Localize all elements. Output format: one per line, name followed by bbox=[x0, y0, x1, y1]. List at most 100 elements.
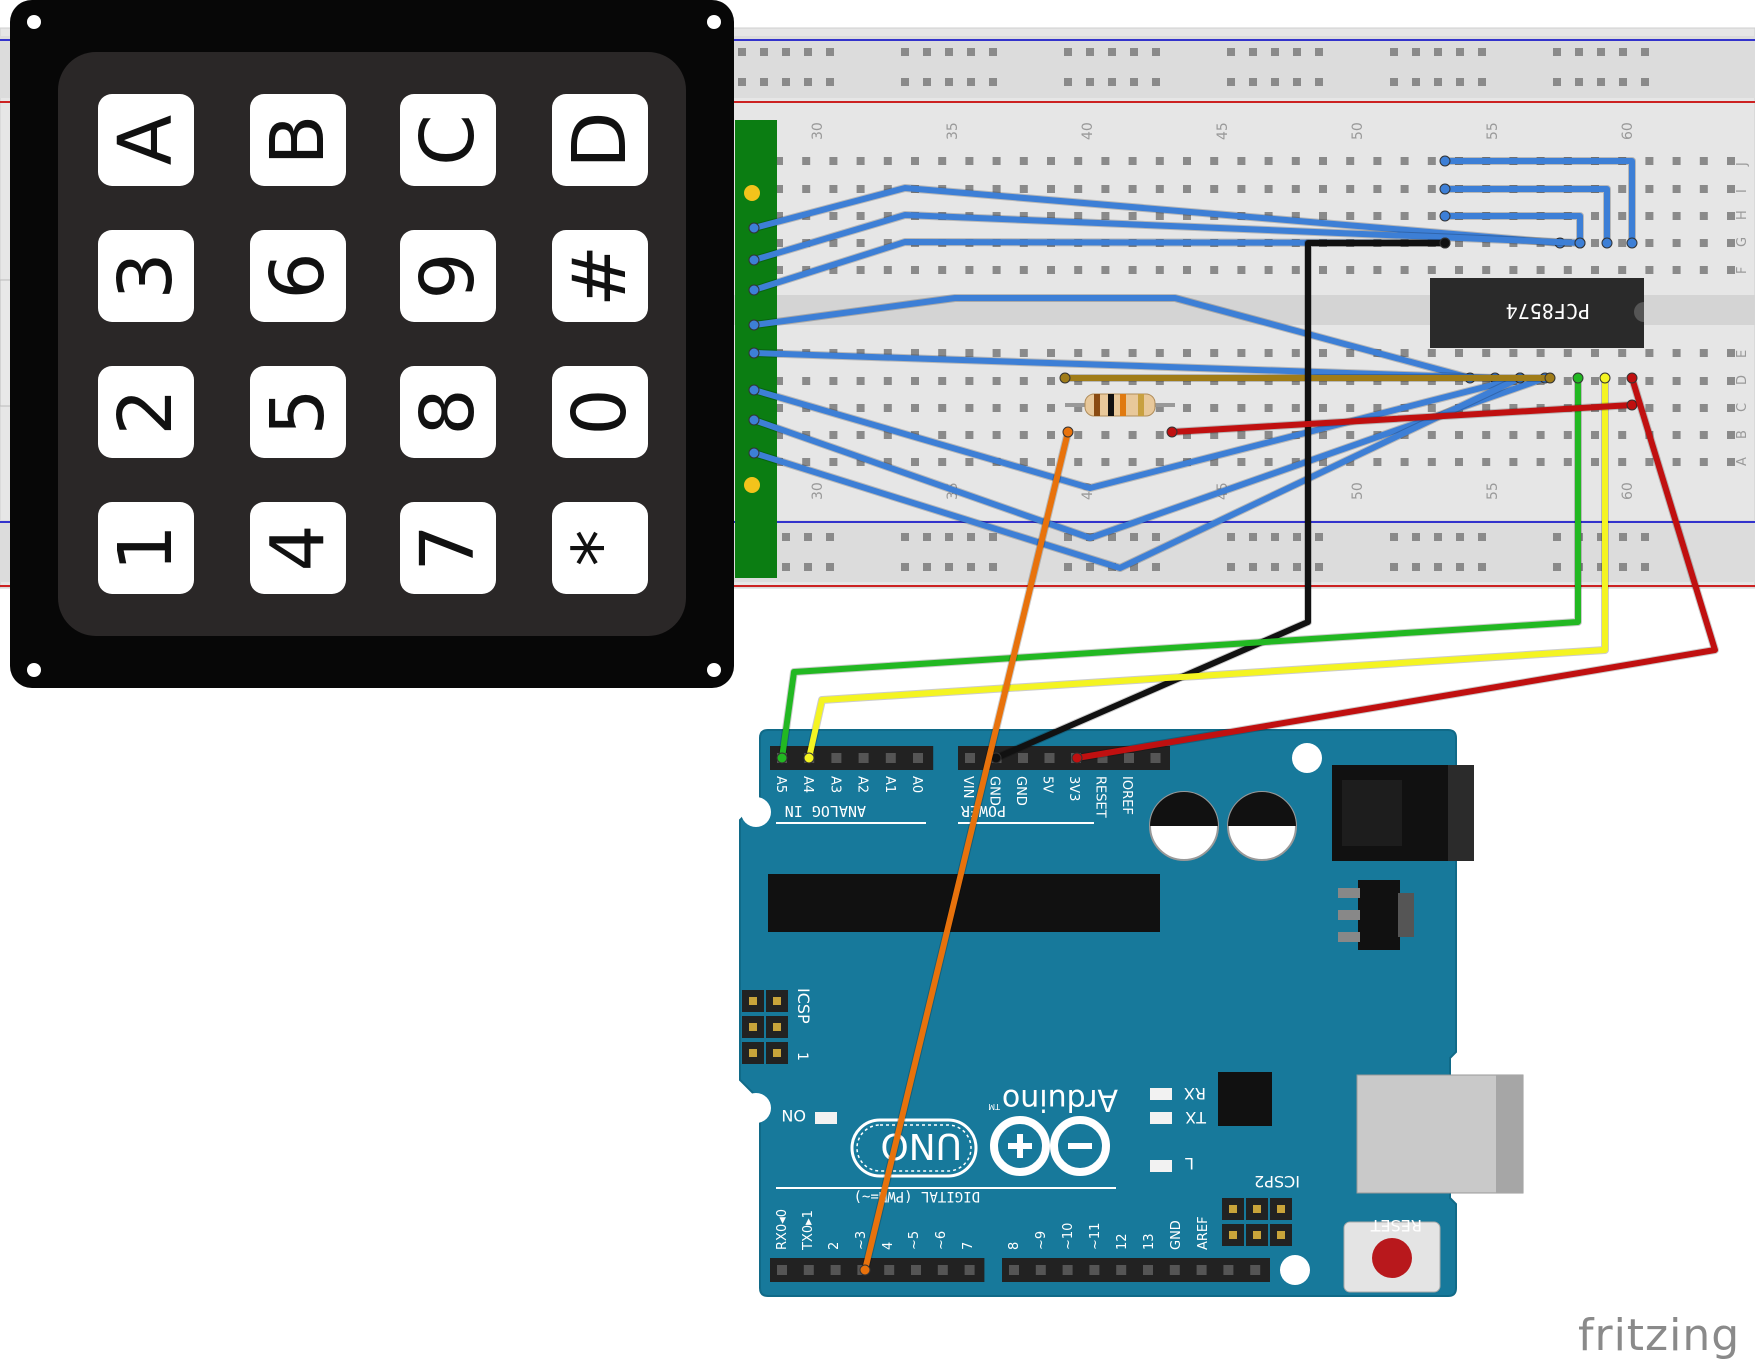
rail-hole bbox=[1315, 533, 1323, 541]
rail-hole bbox=[1064, 563, 1072, 571]
keypad-key[interactable] bbox=[98, 230, 194, 322]
rail-hole bbox=[967, 78, 975, 86]
breadboard-hole bbox=[1563, 349, 1572, 357]
keypad-key[interactable] bbox=[250, 366, 346, 458]
breadboard-hole bbox=[1319, 404, 1327, 412]
header-pin[interactable] bbox=[1124, 753, 1134, 763]
keypad-key[interactable] bbox=[250, 502, 346, 594]
header-pin[interactable] bbox=[1169, 1265, 1180, 1275]
breadboard-hole bbox=[1210, 431, 1219, 439]
header-pin[interactable] bbox=[885, 753, 896, 763]
breadboard-hole bbox=[1645, 239, 1654, 247]
wire-blue[interactable] bbox=[1442, 213, 1583, 246]
wire-blue[interactable] bbox=[751, 350, 1498, 381]
wire-blue[interactable] bbox=[751, 212, 1583, 263]
analog-pin-label: A5 bbox=[773, 776, 788, 793]
breadboard-hole bbox=[1019, 458, 1028, 466]
header-pin[interactable] bbox=[965, 753, 975, 763]
header-pin[interactable] bbox=[1196, 1265, 1207, 1275]
header-pin[interactable] bbox=[884, 1265, 895, 1275]
icsp2-pin-pad bbox=[1277, 1205, 1285, 1213]
breadboard-hole bbox=[1101, 157, 1110, 165]
breadboard-hole bbox=[1210, 349, 1219, 357]
wire-red-end bbox=[1166, 426, 1178, 438]
breadboard-hole bbox=[1427, 431, 1436, 439]
wire-yellow[interactable] bbox=[806, 375, 1608, 761]
breadboard-hole bbox=[1455, 239, 1463, 247]
header-pin[interactable] bbox=[830, 1265, 841, 1275]
voltage-regulator bbox=[1358, 880, 1400, 950]
keypad-key[interactable] bbox=[552, 230, 648, 322]
header-pin[interactable] bbox=[803, 1265, 814, 1275]
breadboard-hole bbox=[1618, 212, 1627, 220]
keypad-key[interactable] bbox=[98, 502, 194, 594]
header-pin[interactable] bbox=[1116, 1265, 1127, 1275]
wire-blue[interactable] bbox=[751, 239, 1448, 293]
header-pin[interactable] bbox=[1035, 1265, 1046, 1275]
wire-blue[interactable] bbox=[751, 185, 1563, 246]
wire-red[interactable] bbox=[1074, 375, 1718, 761]
breadboard-hole bbox=[1727, 349, 1735, 357]
header-pin[interactable] bbox=[777, 1265, 787, 1275]
wire-red[interactable] bbox=[1169, 402, 1635, 435]
header-pin[interactable] bbox=[913, 753, 923, 763]
keypad-key[interactable] bbox=[400, 366, 496, 458]
header-pin[interactable] bbox=[1150, 753, 1161, 763]
header-pin[interactable] bbox=[1044, 753, 1055, 763]
wire-blue-end bbox=[1439, 155, 1451, 167]
wire-blue[interactable] bbox=[1442, 186, 1610, 246]
digital-pin-label: 7 bbox=[961, 1242, 976, 1250]
rail-hole bbox=[1597, 563, 1605, 571]
keypad-key[interactable] bbox=[250, 230, 346, 322]
wire-blue[interactable] bbox=[751, 375, 1523, 491]
keypad-key[interactable] bbox=[400, 230, 496, 322]
breadboard-hole bbox=[1264, 349, 1273, 357]
wire-blue[interactable] bbox=[1442, 158, 1635, 246]
wire-blue[interactable] bbox=[751, 295, 1473, 381]
keypad-key[interactable] bbox=[400, 94, 496, 186]
rail-hole bbox=[1434, 533, 1442, 541]
reset-button-cap[interactable] bbox=[1372, 1238, 1412, 1278]
wire-blue[interactable] bbox=[751, 375, 1548, 541]
breadboard-hole bbox=[1699, 239, 1708, 247]
header-pin[interactable] bbox=[831, 753, 842, 763]
header-pin[interactable] bbox=[911, 1265, 921, 1275]
wire-blue-end bbox=[748, 384, 760, 396]
rail-hole bbox=[738, 78, 746, 86]
breadboard-hole bbox=[1047, 185, 1055, 193]
keypad-key[interactable] bbox=[552, 94, 648, 186]
keypad-key[interactable] bbox=[552, 366, 648, 458]
header-pin[interactable] bbox=[1223, 1265, 1234, 1275]
breadboard-hole bbox=[856, 212, 865, 220]
wire-blue-end bbox=[1439, 183, 1451, 195]
header-pin[interactable] bbox=[1250, 1265, 1261, 1275]
header-pin[interactable] bbox=[1018, 753, 1028, 763]
rail-hole bbox=[967, 48, 975, 56]
header-pin[interactable] bbox=[1089, 1265, 1100, 1275]
header-pin[interactable] bbox=[1143, 1265, 1153, 1275]
wire-black-end bbox=[1439, 237, 1451, 249]
rail-hole bbox=[782, 78, 790, 86]
breadboard-hole bbox=[965, 157, 974, 165]
breadboard-hole bbox=[938, 266, 947, 274]
header-pin[interactable] bbox=[858, 753, 869, 763]
breadboard-hole bbox=[1319, 431, 1327, 439]
rail-hole bbox=[923, 533, 931, 541]
header-pin[interactable] bbox=[1062, 1265, 1073, 1275]
connector-pads bbox=[744, 185, 760, 493]
header-pin[interactable] bbox=[964, 1265, 975, 1275]
header-pin[interactable] bbox=[1097, 753, 1108, 763]
wire-black[interactable] bbox=[993, 240, 1448, 761]
wire-blue[interactable] bbox=[751, 375, 1523, 571]
keypad-key[interactable] bbox=[250, 94, 346, 186]
header-pin[interactable] bbox=[937, 1265, 948, 1275]
wire-green[interactable] bbox=[779, 375, 1581, 761]
breadboard-hole bbox=[1019, 349, 1028, 357]
header-pin[interactable] bbox=[1009, 1265, 1019, 1275]
keypad-key[interactable] bbox=[400, 502, 496, 594]
keypad-key[interactable] bbox=[552, 502, 648, 594]
wire-orange[interactable] bbox=[862, 429, 1071, 1273]
keypad-key[interactable] bbox=[98, 366, 194, 458]
keypad-key[interactable] bbox=[98, 94, 194, 186]
